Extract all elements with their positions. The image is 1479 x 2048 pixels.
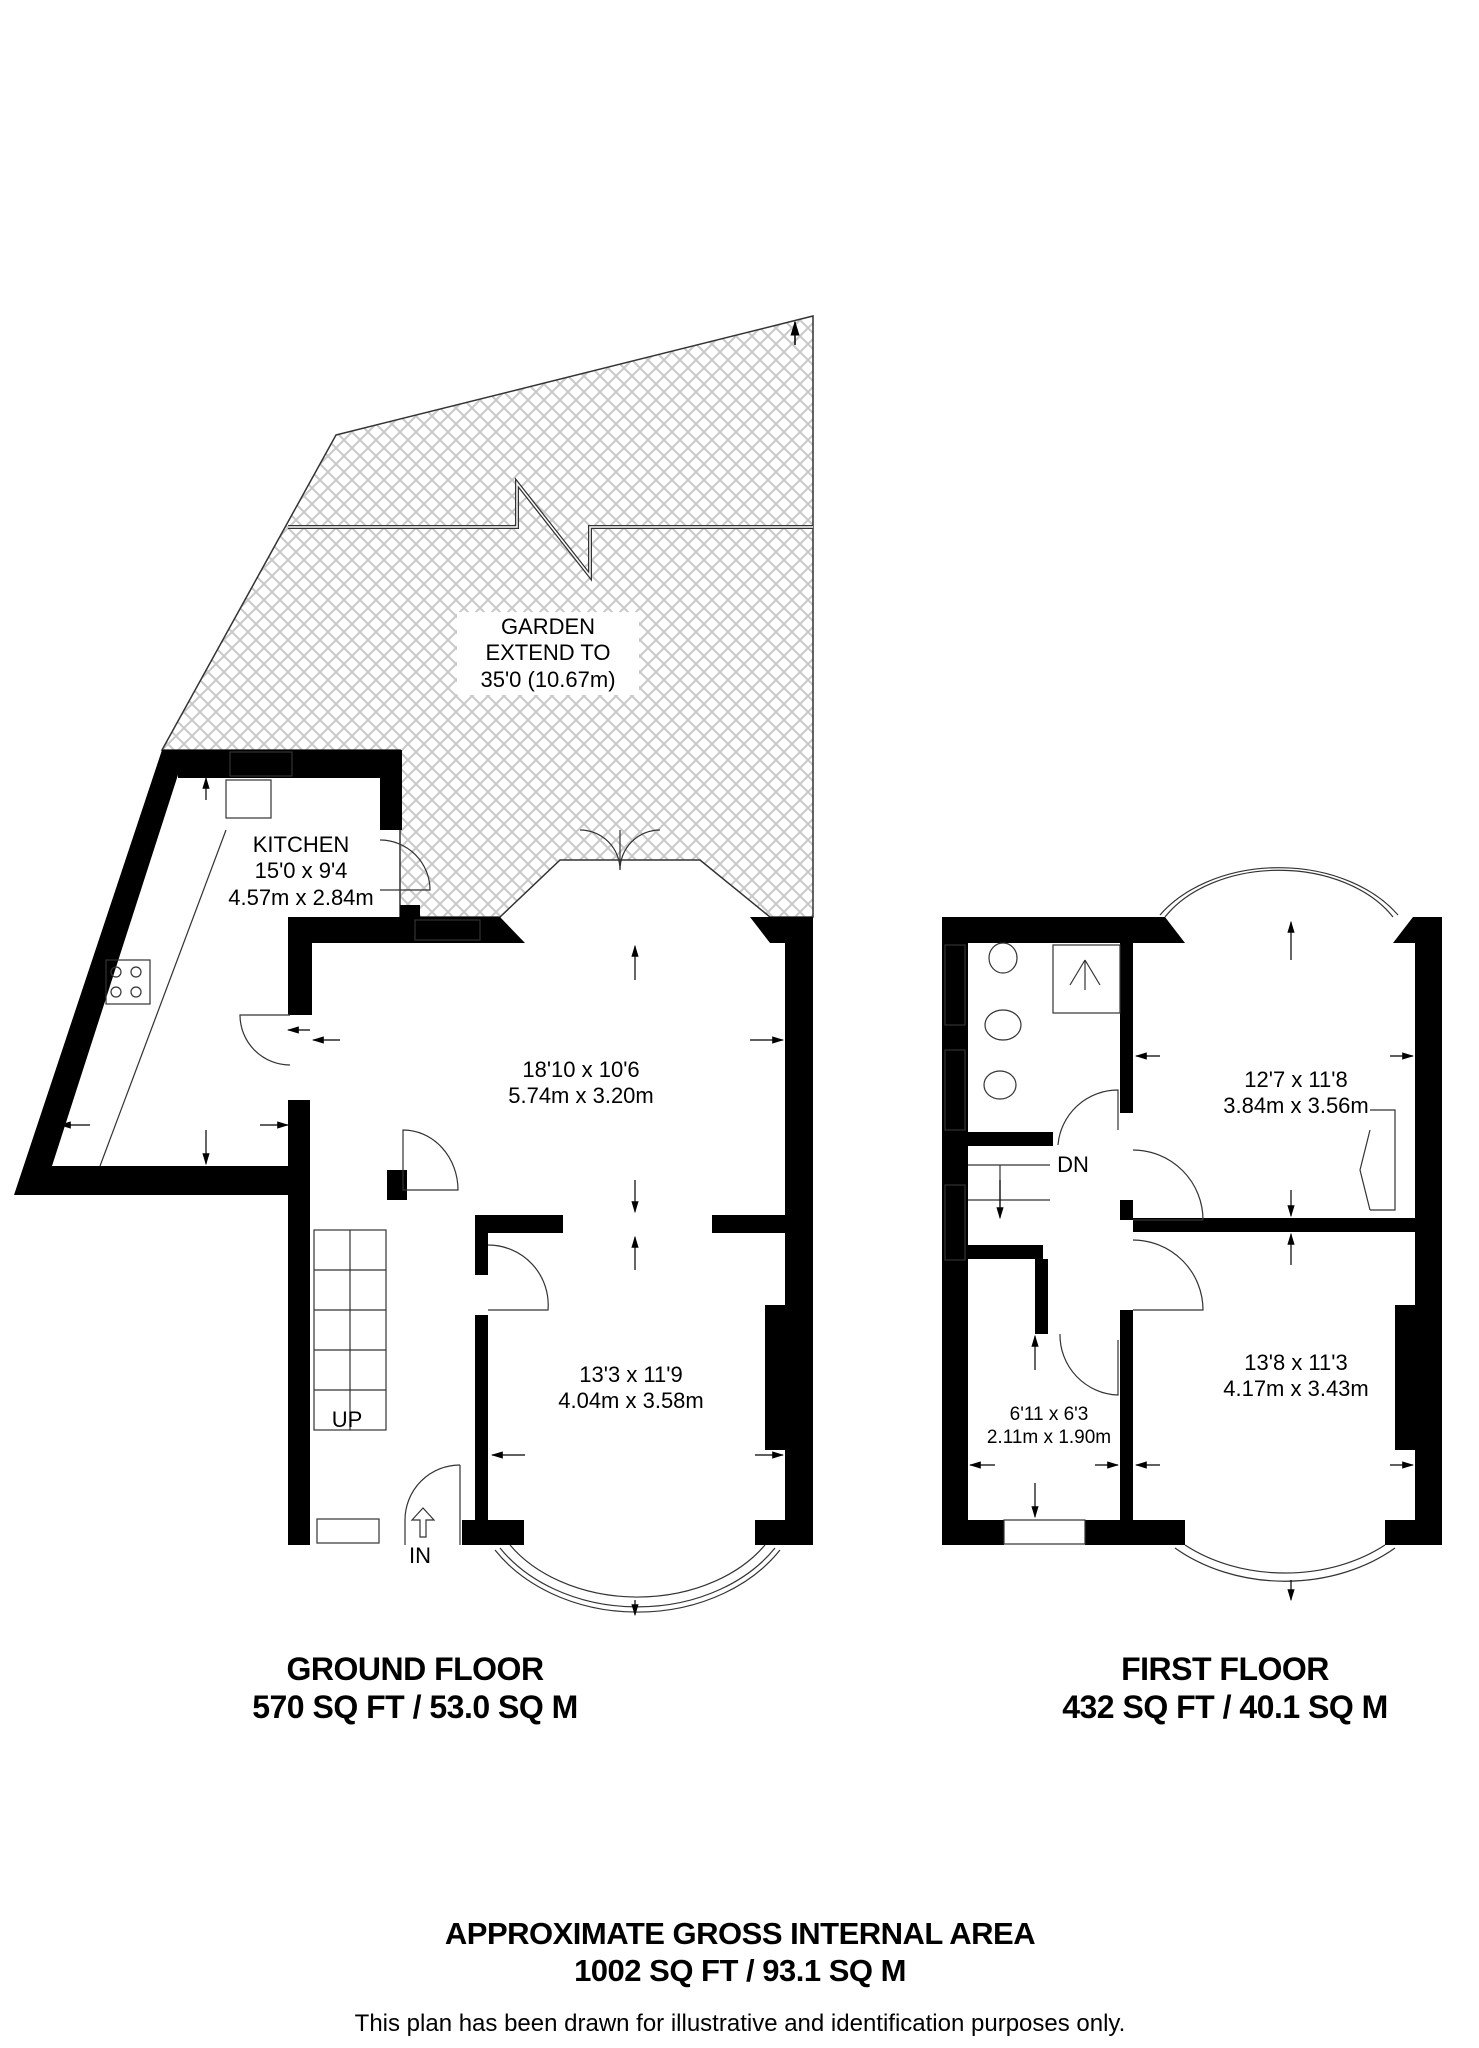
disclaimer: This plan has been drawn for illustrativ… [354, 2010, 1126, 2037]
ground-floor-name: GROUND FLOOR [286, 1651, 544, 1687]
garden-extend-to: EXTEND TO [485, 640, 611, 666]
living-room-imperial: 13'3 x 11'9 [579, 1362, 683, 1387]
box-room-metric: 2.11m x 1.90m [986, 1426, 1112, 1448]
rear-bedroom-label: 12'7 x 11'8 3.84m x 3.56m [1190, 1065, 1402, 1122]
garden-title: GARDEN [500, 614, 596, 639]
summary-area: 1002 SQ FT / 93.1 SQ M [574, 1953, 906, 1989]
living-room-label: 13'3 x 11'9 4.04m x 3.58m [530, 1360, 732, 1417]
front-bedroom-label: 13'8 x 11'3 4.17m x 3.43m [1190, 1348, 1402, 1405]
ground-floor-walls [14, 750, 813, 1545]
ground-floor-area: 570 SQ FT / 53.0 SQ M [252, 1689, 578, 1726]
kitchen-imperial: 15'0 x 9'4 [254, 858, 348, 884]
living-room-metric: 4.04m x 3.58m [558, 1388, 704, 1414]
ground-floor-dimension-arrows [58, 776, 785, 1617]
ground-floor-fixtures [99, 751, 781, 1613]
garden-length: 35'0 (10.67m) [480, 666, 616, 692]
box-room-imperial: 6'11 x 6'3 [1009, 1404, 1089, 1425]
stairs-down-label: DN [1057, 1152, 1089, 1177]
rear-bedroom-metric: 3.84m x 3.56m [1223, 1093, 1369, 1119]
entrance-label: IN [409, 1543, 431, 1568]
rear-bedroom-imperial: 12'7 x 11'8 [1244, 1067, 1348, 1092]
front-bedroom-imperial: 13'8 x 11'3 [1244, 1350, 1348, 1375]
entrance-arrow-icon [410, 1507, 436, 1538]
stairs-up-label: UP [331, 1407, 363, 1432]
first-floor-dimension-arrows [968, 920, 1415, 1602]
garden-label: GARDEN EXTEND TO 35'0 (10.67m) [457, 612, 639, 696]
dining-room-metric: 5.74m x 3.20m [508, 1083, 654, 1109]
front-bedroom-metric: 4.17m x 3.43m [1223, 1376, 1369, 1402]
ground-floor-title: GROUND FLOOR 570 SQ FT / 53.0 SQ M [190, 1650, 640, 1727]
summary-title: APPROXIMATE GROSS INTERNAL AREA [444, 1916, 1036, 1951]
dining-room-label: 18'10 x 10'6 5.74m x 3.20m [480, 1055, 682, 1112]
first-floor-name: FIRST FLOOR [1121, 1651, 1329, 1687]
box-room-label: 6'11 x 6'3 2.11m x 1.90m [968, 1402, 1130, 1452]
gross-internal-area: APPROXIMATE GROSS INTERNAL AREA 1002 SQ … [290, 1915, 1190, 1989]
first-floor-walls [942, 917, 1442, 1545]
kitchen-name: KITCHEN [252, 832, 350, 857]
kitchen-metric: 4.57m x 2.84m [228, 884, 374, 910]
first-floor-title: FIRST FLOOR 432 SQ FT / 40.1 SQ M [1000, 1650, 1450, 1727]
first-floor-area: 432 SQ FT / 40.1 SQ M [1062, 1689, 1388, 1726]
dining-room-imperial: 18'10 x 10'6 [522, 1057, 640, 1082]
kitchen-label: KITCHEN 15'0 x 9'4 4.57m x 2.84m [205, 830, 397, 913]
